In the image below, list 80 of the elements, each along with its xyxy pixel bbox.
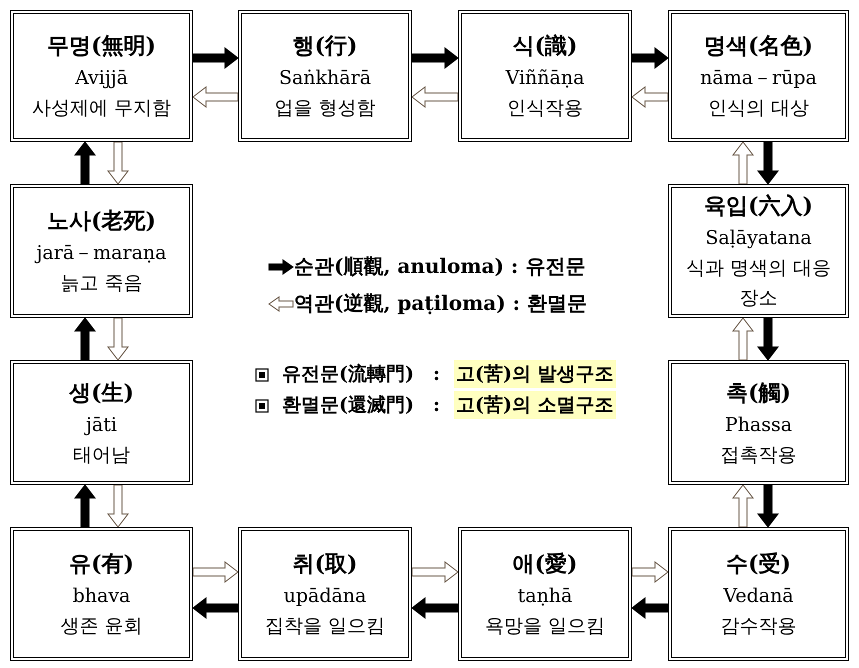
node-description: 식과 명색의 대응 장소 — [684, 256, 832, 311]
hollow-arrow — [106, 142, 130, 185]
separator-text: : — [433, 362, 440, 387]
node-title: 노사(老死) — [47, 207, 156, 236]
hollow-arrow — [632, 560, 669, 584]
node-description: 업을 형성함 — [274, 96, 376, 121]
hollow-arrow — [106, 484, 130, 528]
node-title: 수(受) — [726, 550, 791, 579]
node-description: 인식작용 — [507, 96, 583, 121]
solid-arrow — [192, 46, 239, 70]
highlighted-text: 고(苦)의 소멸구조 — [454, 391, 616, 419]
node-description: 생존 윤회 — [60, 614, 143, 639]
concept-box — [458, 10, 632, 142]
solid-arrow — [756, 142, 780, 185]
hollow-arrow — [411, 86, 458, 108]
concept-box — [238, 10, 412, 142]
node-title: 명색(名色) — [704, 32, 813, 61]
pali-term: nāma－rūpa — [700, 66, 817, 91]
solid-arrow — [74, 141, 96, 184]
solid-arrow — [756, 484, 780, 528]
hollow-arrow — [631, 86, 668, 108]
node-title: 생(生) — [69, 378, 134, 408]
node-title: 취(取) — [292, 550, 358, 579]
pali-term: Saṅkhārā — [278, 66, 372, 91]
hollow-arrow — [732, 141, 754, 184]
concept-box — [10, 360, 193, 485]
solid-arrow — [411, 596, 458, 620]
node-title: 유(有) — [69, 550, 134, 579]
pali-term: upādāna — [284, 584, 366, 609]
concept-box — [458, 527, 632, 661]
node-description: 사성제에 무지함 — [32, 96, 172, 121]
term-label: 유전문(流轉門) — [282, 362, 414, 387]
pali-term: bhava — [72, 584, 130, 609]
concept-box — [668, 10, 849, 142]
node-title: 촉(觸) — [726, 378, 791, 408]
solid-arrow — [756, 318, 780, 361]
hollow-arrow — [732, 484, 754, 528]
pali-term: Viññāṇa — [506, 66, 584, 91]
node-title: 무명(無明) — [47, 32, 156, 61]
concept-box — [10, 10, 193, 142]
concept-box — [10, 184, 193, 318]
hollow-arrow — [192, 560, 239, 584]
pali-term: Saḷāyatana — [705, 226, 812, 251]
node-title: 행(行) — [292, 32, 358, 61]
legend-text: 순관(順觀, anuloma) : 유전문 — [294, 253, 586, 280]
hollow-arrow — [192, 86, 238, 108]
node-description: 태어남 — [73, 442, 130, 468]
node-title: 식(識) — [512, 32, 578, 61]
hollow-arrow — [412, 560, 459, 584]
pali-term: Phassa — [724, 412, 792, 438]
term-label: 환멸문(還滅門) — [282, 393, 414, 418]
node-description: 욕망을 일으킴 — [484, 614, 606, 639]
node-description: 늙고 죽음 — [60, 271, 143, 296]
solid-arrow — [74, 317, 96, 360]
concept-box — [668, 360, 849, 485]
pali-term: jāti — [86, 412, 117, 438]
solid-arrow — [412, 46, 459, 70]
pali-term: Avijjā — [75, 66, 128, 91]
pali-term: jarā－maraṇa — [36, 241, 166, 266]
concept-box — [668, 527, 849, 661]
hollow-arrow — [732, 317, 754, 360]
concept-box — [238, 527, 412, 661]
node-title: 애(愛) — [512, 550, 578, 579]
solid-arrow — [192, 596, 238, 620]
node-description: 집착을 일으킴 — [264, 614, 386, 639]
hollow-arrow — [106, 318, 130, 361]
node-description: 감수작용 — [720, 614, 796, 639]
separator-text: : — [433, 393, 440, 418]
solid-arrow — [632, 46, 669, 70]
node-description: 인식의 대상 — [708, 96, 810, 121]
node-title: 육입(六入) — [704, 192, 813, 221]
pali-term: Vedanā — [723, 584, 794, 609]
concept-box — [668, 184, 849, 318]
highlighted-text: 고(苦)의 발생구조 — [454, 360, 616, 388]
solid-arrow — [74, 484, 96, 528]
concept-box — [10, 527, 193, 661]
solid-arrow — [631, 596, 668, 620]
legend-text: 역관(逆觀, paṭiloma) : 환멸문 — [294, 290, 587, 317]
pali-term: taṇhā — [518, 584, 572, 609]
node-description: 접촉작용 — [720, 442, 796, 468]
